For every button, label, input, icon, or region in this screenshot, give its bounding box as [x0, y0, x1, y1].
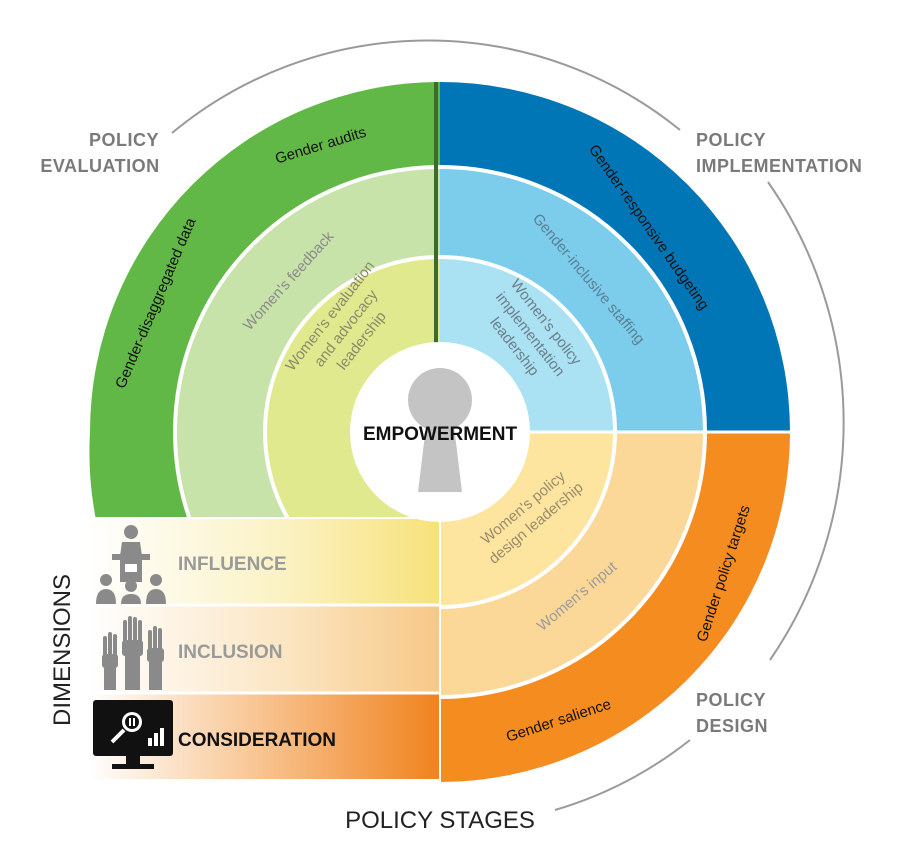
policy-implementation-line-1: POLICY	[696, 130, 766, 150]
policy-evaluation-line-2: EVALUATION	[40, 156, 159, 176]
dimensions-title: DIMENSIONS	[49, 574, 76, 726]
outer-arc-right	[767, 181, 845, 661]
policy-design-line-1: POLICY	[696, 690, 766, 710]
podium-audience-icon	[96, 525, 166, 604]
inclusion-label: INCLUSION	[178, 642, 283, 663]
monitor-magnifier-chart-icon	[93, 700, 173, 769]
influence-label: INFLUENCE	[178, 554, 287, 575]
policy-evaluation-line-1: POLICY	[89, 130, 159, 150]
policy-stages-caption: POLICY STAGES	[345, 807, 535, 834]
raised-hands-icon	[102, 616, 164, 690]
policy-design-line-2: DESIGN	[696, 716, 768, 736]
influence-band	[88, 518, 440, 604]
outer-arc-top	[171, 39, 681, 134]
consideration-label: CONSIDERATION	[178, 730, 336, 751]
inclusion-band	[88, 606, 440, 692]
policy-implementation-line-2: IMPLEMENTATION	[696, 156, 862, 176]
outer-arc-bottom	[554, 739, 691, 811]
center-label: EMPOWERMENT	[363, 424, 518, 445]
keyhole-icon	[408, 368, 472, 492]
